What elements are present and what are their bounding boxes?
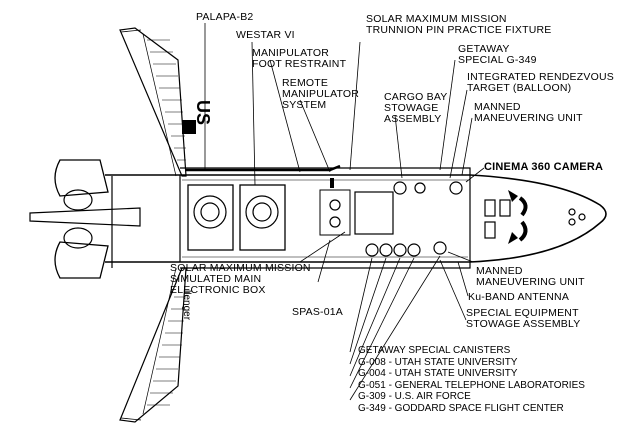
label-line: MANNED bbox=[476, 265, 523, 277]
label-manipulator-foot: MANIPULATOR FOOT RESTRAINT bbox=[252, 48, 346, 70]
canister-item: G-349 - GODDARD SPACE FLIGHT CENTER bbox=[358, 402, 564, 414]
vertical-tail bbox=[29, 207, 141, 227]
label-line: SOLAR MAXIMUM MISSION bbox=[170, 262, 311, 274]
label-line: REMOTE bbox=[282, 77, 329, 89]
label-getaway-g349: GETAWAY SPECIAL G-349 bbox=[458, 44, 537, 66]
label-line: MANEUVERING UNIT bbox=[474, 112, 583, 124]
getaway-canisters-title: GETAWAY SPECIAL CANISTERS bbox=[358, 345, 511, 356]
label-smm-box: SOLAR MAXIMUM MISSION SIMULATED MAIN ELE… bbox=[170, 263, 311, 296]
label-line: CARGO BAY bbox=[384, 91, 448, 103]
getaway-canisters-list: GETAWAY SPECIAL CANISTERS G-008 - UTAH S… bbox=[358, 345, 585, 415]
label-line: INTEGRATED RENDEZVOUS bbox=[467, 71, 614, 83]
oms-pod-lower bbox=[54, 241, 109, 279]
canister-item: G-008 - UTAH STATE UNIVERSITY bbox=[358, 356, 518, 368]
label-cinema: CINEMA 360 CAMERA bbox=[484, 161, 604, 173]
label-ku-band: Ku-BAND ANTENNA bbox=[468, 291, 570, 303]
label-rms: REMOTE MANIPULATOR SYSTEM bbox=[282, 78, 359, 111]
label-line: SPECIAL G-349 bbox=[458, 54, 537, 66]
label-line: ELECTRONIC BOX bbox=[170, 284, 266, 296]
canister-item: G-051 - GENERAL TELEPHONE LABORATORIES bbox=[358, 379, 585, 391]
wing-us-marking: US bbox=[193, 100, 213, 126]
label-line: TARGET (BALLOON) bbox=[467, 82, 572, 94]
fuselage bbox=[105, 174, 607, 263]
label-line: STOWAGE bbox=[384, 102, 439, 114]
label-spas: SPAS-01A bbox=[292, 306, 344, 318]
spas-pallet bbox=[319, 189, 351, 236]
label-line: MANNED bbox=[474, 101, 521, 113]
label-line: GETAWAY bbox=[458, 43, 510, 55]
label-line: MANIPULATOR bbox=[282, 88, 360, 100]
label-special-equipment: SPECIAL EQUIPMENT STOWAGE ASSEMBLY bbox=[466, 308, 580, 330]
canister-item: G-309 - U.S. AIR FORCE bbox=[358, 391, 471, 403]
label-line: MANEUVERING UNIT bbox=[476, 276, 585, 288]
upper-wing bbox=[119, 27, 187, 177]
westar-payload bbox=[239, 184, 286, 251]
palapa-payload bbox=[187, 184, 234, 251]
label-line: TRUNNION PIN PRACTICE FIXTURE bbox=[366, 24, 552, 36]
label-line: SPECIAL EQUIPMENT bbox=[466, 307, 579, 319]
label-line: FOOT RESTRAINT bbox=[252, 58, 347, 70]
label-cargo-stowage: CARGO BAY STOWAGE ASSEMBLY bbox=[384, 92, 447, 125]
label-line: STOWAGE ASSEMBLY bbox=[466, 318, 581, 330]
oms-pod-upper bbox=[54, 159, 109, 197]
wing-name-marking: llenger bbox=[181, 290, 192, 321]
label-palapa: PALAPA-B2 bbox=[196, 11, 254, 23]
canister-item: G-004 - UTAH STATE UNIVERSITY bbox=[358, 368, 518, 380]
label-smm-trunnion: SOLAR MAXIMUM MISSION TRUNNION PIN PRACT… bbox=[366, 14, 551, 36]
label-line: SOLAR MAXIMUM MISSION bbox=[366, 13, 507, 25]
label-mmu-top: MANNED MANEUVERING UNIT bbox=[474, 102, 583, 124]
label-line: ASSEMBLY bbox=[384, 113, 442, 125]
label-line: MANIPULATOR bbox=[252, 47, 330, 59]
label-westar: WESTAR VI bbox=[236, 29, 295, 41]
label-mmu-bottom: MANNED MANEUVERING UNIT bbox=[476, 266, 585, 288]
label-line: SYSTEM bbox=[282, 99, 327, 111]
label-line: SIMULATED MAIN bbox=[170, 273, 262, 285]
rms-arm bbox=[186, 164, 341, 172]
label-rendezvous: INTEGRATED RENDEZVOUS TARGET (BALLOON) bbox=[467, 72, 614, 94]
